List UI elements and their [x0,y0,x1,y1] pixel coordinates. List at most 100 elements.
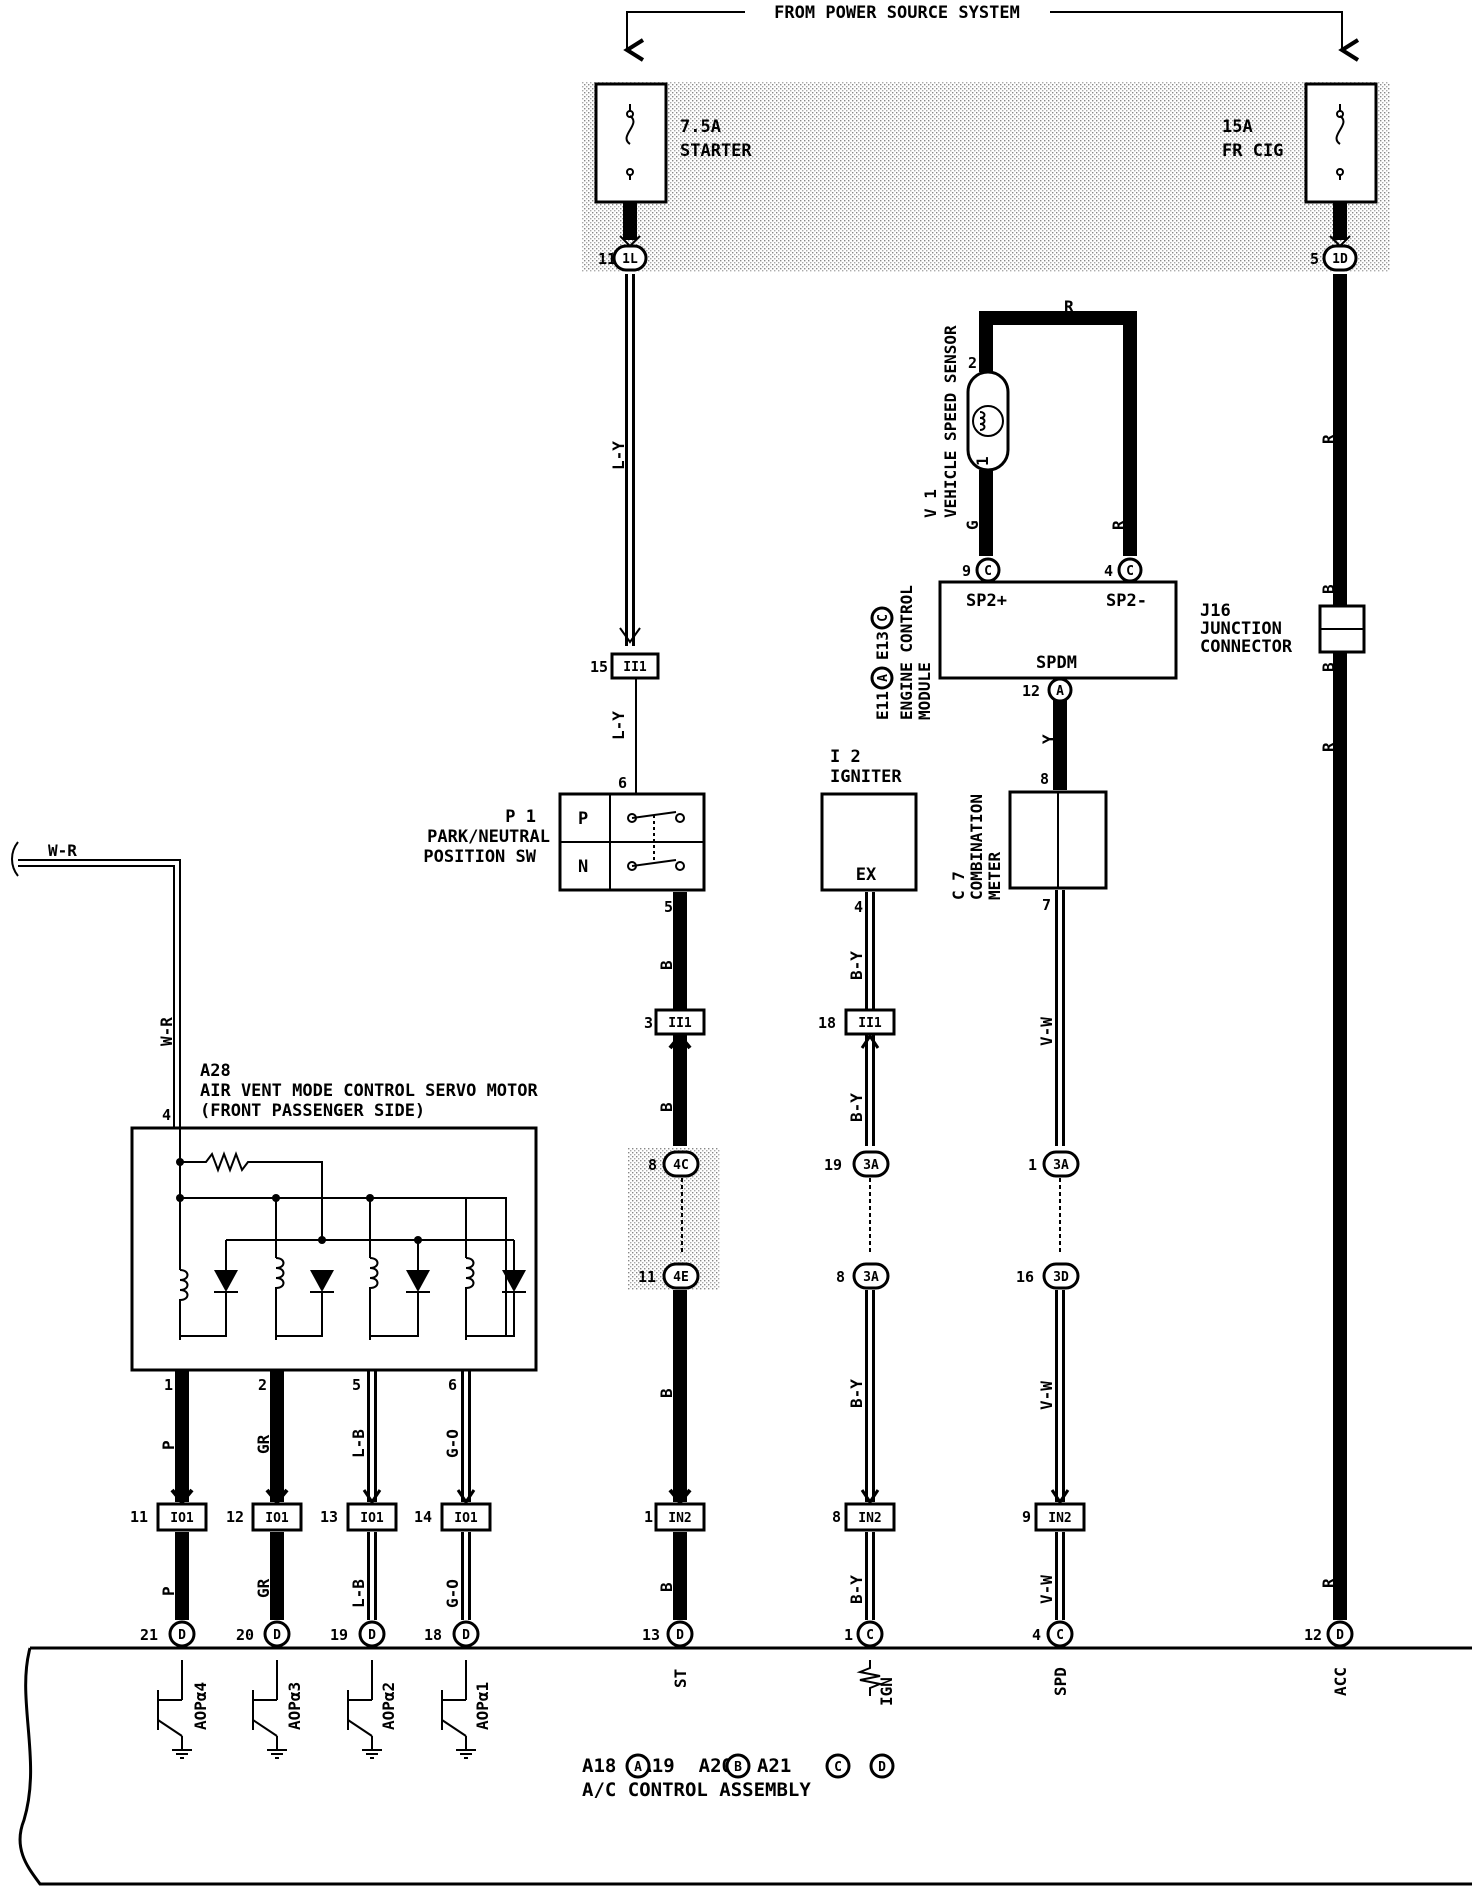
pin-d-21: D [168,1620,196,1648]
connector-io1-11: IO1 [156,1502,208,1532]
svg-text:P: P [159,1440,178,1450]
svg-text:11: 11 [638,1268,656,1286]
svg-text:IN2: IN2 [668,1511,691,1526]
svg-text:IO1: IO1 [170,1511,194,1526]
svg-text:4E: 4E [673,1270,689,1285]
connector-io1-13: IO1 [346,1502,398,1532]
connector-3a-8: 3A [852,1262,890,1290]
connector-ii1-st: II1 [654,1008,706,1036]
ecm-term-spdm: SPDM [1036,653,1077,673]
svg-text:3: 3 [644,1014,653,1032]
ecm-term-sp2-neg: SP2- [1106,591,1147,611]
vss-id: V 1 [921,489,940,518]
svg-text:4: 4 [854,898,863,916]
svg-text:12: 12 [226,1508,244,1526]
svg-text:B: B [1319,584,1338,594]
svg-text:D: D [676,1628,684,1643]
ecm-name2: MODULE [915,662,934,720]
transistor-aop4 [157,1660,192,1759]
connector-1l: 1L [612,244,648,272]
pin-c-9: C [975,557,1001,583]
meter-id: C 7 [949,871,968,900]
svg-text:B-Y: B-Y [847,1575,866,1604]
acc-conn-letters: A B C D [625,1753,895,1779]
acc-term-aop4: AOPα4 [191,1682,210,1730]
jc-id: J16 [1200,601,1231,621]
oval-connectors: 1L 1D 4C 4E 3A 3A 3A 3D [612,244,1358,1290]
svg-text:V-W: V-W [1037,1575,1056,1604]
svg-text:C: C [834,1760,842,1775]
svg-text:II1: II1 [668,1016,692,1031]
fuse-starter-rating: 7.5A [680,117,721,137]
svg-text:GR: GR [254,1434,273,1454]
svg-text:5: 5 [664,898,673,916]
svg-text:D: D [1336,1628,1344,1643]
pn-name1: PARK/NEUTRAL [427,827,550,847]
svg-text:IN2: IN2 [1048,1511,1071,1526]
svg-text:V-W: V-W [1037,1381,1056,1410]
svg-text:21: 21 [140,1626,158,1644]
connector-1d-top: 1D [1322,244,1358,272]
svg-text:R: R [1064,297,1074,316]
igniter-id: I 2 [830,747,861,767]
connector-3d: 3D [1042,1262,1080,1290]
connector-4e: 4E [662,1262,700,1290]
igniter: EX I 2 IGNITER [820,747,918,892]
servo-output-wires [175,1370,471,1620]
transistor-aop1 [441,1660,476,1759]
svg-text:16: 16 [1016,1268,1034,1286]
wire-arrows [170,235,1351,1506]
svg-text:R: R [1319,742,1338,752]
svg-text:8: 8 [648,1156,657,1174]
jc-name2: CONNECTOR [1200,637,1293,657]
pin-d-20: D [263,1620,291,1648]
svg-text:9: 9 [962,562,971,580]
svg-text:Y: Y [1039,734,1058,744]
svg-text:C: C [1056,1628,1064,1643]
svg-text:L-Y: L-Y [609,711,628,740]
svg-text:IN2: IN2 [858,1511,881,1526]
svg-text:B: B [657,1388,676,1398]
svg-text:E13: E13 [873,631,892,660]
svg-text:13: 13 [320,1508,338,1526]
fuse-starter: 7.5A STARTER [594,82,752,204]
combination-meter [1008,790,1108,890]
servo-id: A28 [200,1061,231,1081]
svg-text:B: B [657,1102,676,1112]
svg-text:18: 18 [818,1014,836,1032]
svg-text:L-Y: L-Y [609,441,628,470]
junction-connector-j16: J16 JUNCTION CONNECTOR [1200,601,1366,657]
svg-text:19: 19 [330,1626,348,1644]
svg-text:D: D [462,1628,470,1643]
svg-text:G-O: G-O [443,1579,462,1608]
wr-circuit [11,841,181,1128]
connector-in2-spd: IN2 [1034,1502,1086,1532]
svg-text:8: 8 [832,1508,841,1526]
svg-text:B: B [734,1760,742,1775]
svg-text:B: B [657,960,676,970]
fuse-starter-name: STARTER [680,141,752,161]
svg-text:A: A [876,674,891,682]
svg-text:IO1: IO1 [454,1511,478,1526]
svg-text:4C: 4C [673,1158,689,1173]
igniter-name: IGNITER [830,767,902,787]
rotated-component-labels: V 1 VEHICLE SPEED SENSOR 1 E11 A E13 C E… [191,325,1350,1730]
svg-text:11: 11 [598,250,616,268]
pin-d-13: D [666,1620,694,1648]
connector-in2-ign: IN2 [844,1502,896,1532]
connector-4c: 4C [662,1150,700,1178]
svg-text:R: R [1109,520,1128,530]
svg-text:R: R [1319,1578,1338,1588]
transistor-aop3 [252,1660,287,1759]
pin-d-18: D [452,1620,480,1648]
svg-text:B-Y: B-Y [847,1379,866,1408]
wire-color-labels: L-Y L-Y R R B B R R G R Y B B B B B-Y B-… [48,297,1338,1608]
svg-text:6: 6 [448,1376,457,1394]
svg-text:C: C [876,614,891,622]
svg-text:2: 2 [258,1376,267,1394]
pn-id: P 1 [505,807,536,827]
svg-text:3A: 3A [1053,1158,1069,1173]
svg-text:II1: II1 [858,1016,882,1031]
